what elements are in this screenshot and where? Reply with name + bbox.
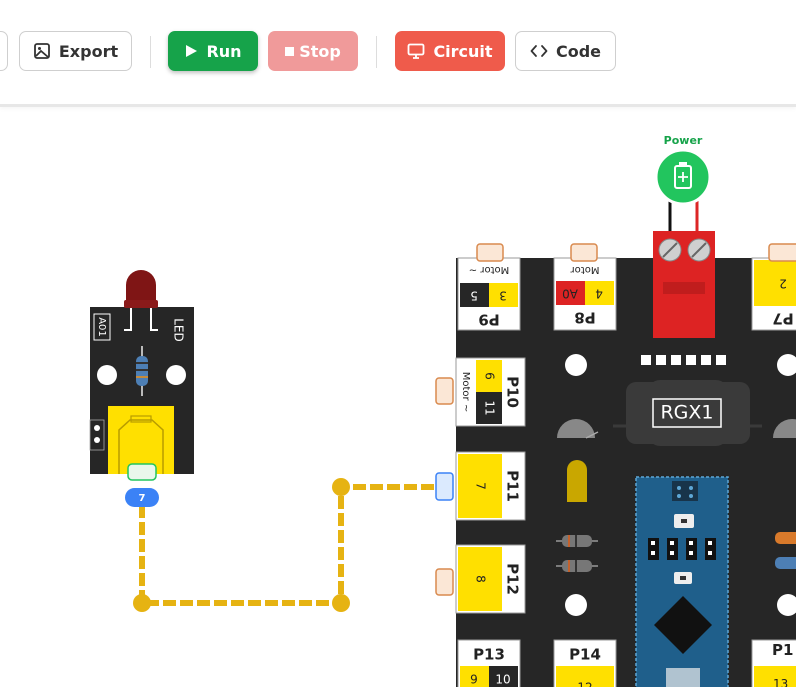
export-button[interactable]: Export: [19, 31, 132, 71]
mount-hole: [565, 594, 587, 616]
stop-button[interactable]: Stop: [268, 31, 358, 71]
play-icon: [186, 45, 198, 57]
port-label: P13: [473, 646, 505, 664]
capacitor-icon: [567, 460, 587, 502]
port-connector[interactable]: [768, 243, 796, 262]
led-name: LED: [172, 318, 186, 342]
rj-connector-icon: [108, 406, 174, 474]
port-number: 7: [139, 493, 146, 504]
port-number-badge: [125, 488, 159, 507]
led-bulb-icon: [124, 270, 158, 331]
monitor-icon: [408, 43, 425, 59]
mount-hole: [97, 365, 117, 385]
image-icon: [33, 43, 50, 59]
wire-joint[interactable]: [133, 594, 151, 612]
port-label: P11: [504, 470, 522, 502]
code-label: Code: [555, 41, 602, 61]
run-button[interactable]: Run: [168, 31, 258, 71]
port-p14[interactable]: P14 12: [553, 639, 617, 692]
port-label: P10: [504, 376, 522, 408]
toolbar-partial-button[interactable]: [0, 31, 8, 71]
port-label: P1: [772, 641, 793, 659]
run-label: Run: [206, 41, 242, 61]
rgx1-logo: RGX1: [613, 380, 762, 446]
port-motor-label: Motor: [570, 264, 600, 275]
port-pin: 13: [773, 677, 788, 687]
port-connector[interactable]: [435, 377, 454, 405]
port-p8[interactable]: Motor A0 4 P8: [553, 257, 617, 331]
toolbar: Export Run Stop Circuit Code: [0, 0, 796, 107]
code-icon: [530, 45, 548, 57]
led-module[interactable]: A01 LED 7: [89, 270, 194, 507]
port-pin: 4: [595, 287, 603, 301]
port-pin: 11: [483, 400, 497, 415]
port-motor-label: Motor ~: [469, 264, 509, 275]
port-connector[interactable]: [476, 243, 504, 262]
port-pin: 3: [499, 289, 507, 303]
port-pin: 7: [474, 482, 488, 490]
toolbar-divider: [376, 36, 377, 68]
port-pin: A0: [562, 287, 578, 301]
port-p15[interactable]: P1 13: [751, 639, 796, 692]
board-leds: [641, 355, 726, 365]
port-label: P8: [574, 309, 595, 327]
rgx1-board[interactable]: RGX1: [435, 231, 796, 692]
port-pin: 10: [495, 673, 510, 687]
port-p10[interactable]: Motor ~ 6 11 P10: [455, 357, 526, 427]
port-pin: 5: [470, 289, 478, 303]
mount-hole: [565, 354, 587, 376]
power-label: Power: [664, 134, 703, 147]
port-pin: 12: [577, 681, 592, 688]
stop-label: Stop: [299, 41, 341, 61]
mount-hole: [777, 594, 796, 616]
mount-hole: [166, 365, 186, 385]
port-p11[interactable]: 7 P11: [455, 451, 526, 521]
toolbar-divider: [150, 36, 151, 68]
led-port-connector[interactable]: [127, 463, 157, 481]
circuit-label: Circuit: [433, 41, 493, 61]
power-button[interactable]: [654, 148, 712, 206]
port-pin: 8: [474, 575, 488, 583]
export-label: Export: [58, 41, 119, 61]
port-pin: 6: [483, 372, 497, 380]
port-p12[interactable]: 8 P12: [455, 544, 526, 614]
port-label: P7: [772, 310, 793, 328]
circuit-svg[interactable]: A01 LED 7 Power: [0, 107, 796, 692]
port-label: P14: [569, 646, 601, 664]
resistor-icon: [556, 532, 796, 572]
arduino-nano: [635, 476, 729, 692]
battery-icon: [674, 162, 692, 189]
mount-hole: [777, 354, 796, 376]
circuit-button[interactable]: Circuit: [395, 31, 505, 71]
wire-joint[interactable]: [332, 594, 350, 612]
wire[interactable]: [133, 478, 446, 612]
port-connector-active[interactable]: [435, 472, 454, 501]
wire-joint[interactable]: [332, 478, 350, 496]
port-connector[interactable]: [435, 568, 454, 596]
circuit-canvas[interactable]: A01 LED 7 Power: [0, 107, 796, 692]
power-terminal: [653, 231, 715, 338]
board-name: RGX1: [660, 402, 713, 424]
resistor-icon: [136, 346, 148, 396]
port-connector[interactable]: [570, 243, 598, 262]
port-p13[interactable]: P13 9 10: [457, 639, 521, 692]
code-button[interactable]: Code: [515, 31, 616, 71]
port-motor-label: Motor ~: [460, 372, 471, 412]
stop-icon: [285, 46, 295, 56]
led-id: A01: [96, 317, 107, 337]
buzzer-icon: [557, 419, 796, 439]
port-pin: 9: [470, 673, 478, 687]
port-p7[interactable]: 2 P7: [751, 257, 796, 331]
port-label: P12: [504, 563, 522, 595]
port-label: P9: [478, 311, 499, 329]
port-p9[interactable]: Motor ~ 5 3 P9: [457, 257, 521, 331]
port-pin: 2: [779, 277, 787, 291]
